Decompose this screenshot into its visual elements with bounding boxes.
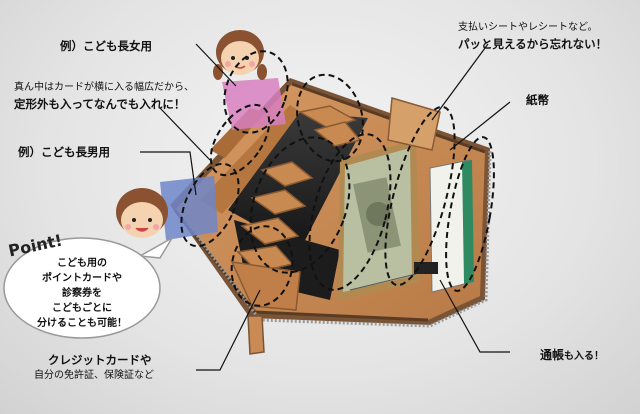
pink-card bbox=[222, 78, 286, 130]
girl-face-icon bbox=[213, 30, 267, 80]
blue-card bbox=[160, 176, 218, 240]
label-receipt-line1: 支払いシートやレシートなど。 bbox=[458, 22, 598, 33]
point-bubble bbox=[3, 235, 175, 339]
banknote-section bbox=[338, 140, 420, 300]
point-line1: こども用の bbox=[57, 258, 107, 269]
label-passbook-main: 通帳 bbox=[540, 348, 565, 362]
point-line3: 診察券を bbox=[62, 288, 102, 299]
point-line5: 分けることも可能！ bbox=[37, 318, 127, 329]
passbook bbox=[414, 159, 474, 293]
front-card-pocket bbox=[230, 261, 301, 311]
label-boy: 例）こども長男用 bbox=[18, 145, 110, 159]
boy-face-icon bbox=[116, 188, 168, 238]
point-text: こども用の ポイントカードや 診察券を こどもごとに 分けることも可能！ bbox=[30, 256, 134, 331]
label-bills: 紙幣 bbox=[526, 93, 549, 107]
zipper-pull bbox=[247, 315, 265, 355]
point-line4: こどもごとに bbox=[52, 303, 112, 314]
label-girl: 例）こども長女用 bbox=[60, 39, 152, 53]
label-credit-line1: クレジットカードや bbox=[48, 353, 152, 367]
leader-lines bbox=[140, 43, 511, 371]
label-center-line2: 定形外も入ってなんでも入れに！ bbox=[14, 97, 186, 111]
highlight-ovals bbox=[180, 50, 495, 307]
point-line2: ポイントカードや bbox=[42, 273, 122, 284]
label-passbook-suffix: も入る！ bbox=[564, 351, 605, 362]
label-receipt-line2: パッと見えるから忘れない！ bbox=[458, 37, 608, 51]
label-credit-line2: 自分の免許証、保険証など bbox=[34, 370, 154, 381]
receipt-pocket bbox=[387, 97, 441, 151]
label-center-line1: 真ん中はカードが横に入る幅広だから、 bbox=[14, 82, 194, 93]
label-passbook: 通帳も入る！ bbox=[540, 344, 604, 363]
